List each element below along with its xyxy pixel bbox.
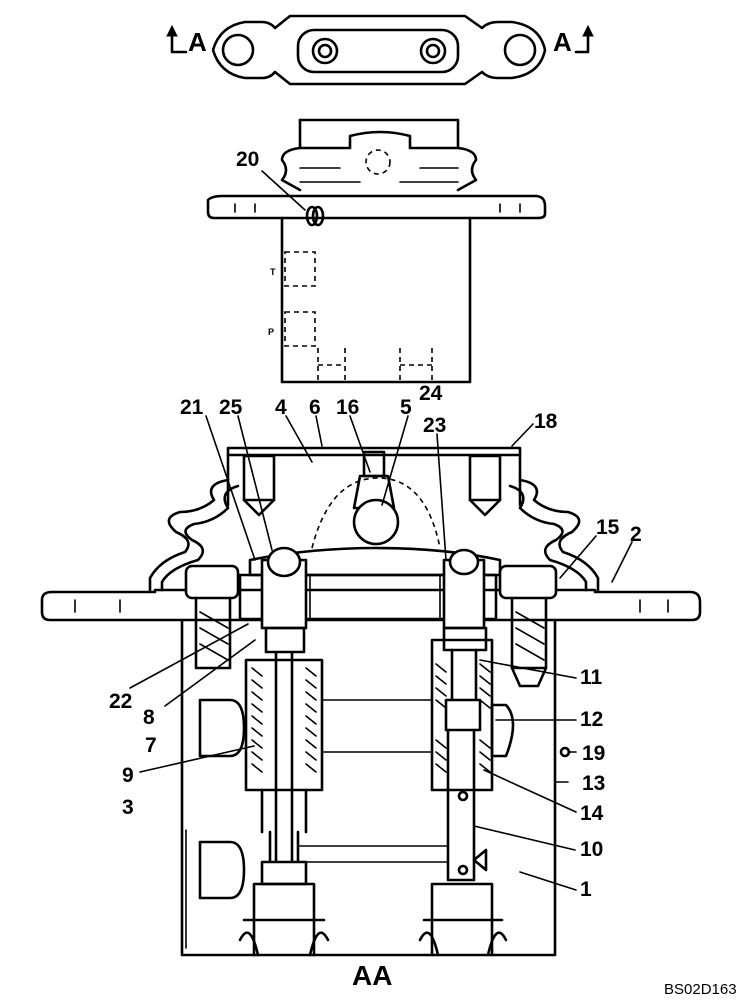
callout-23: 23 xyxy=(423,414,446,437)
side-view-upper: T P xyxy=(206,118,547,384)
callout-11: 11 xyxy=(580,666,603,689)
port-mark-t: T xyxy=(270,267,276,277)
port-mark-p: P xyxy=(268,327,274,337)
callout-9: 9 xyxy=(122,764,134,787)
callout-22: 22 xyxy=(109,690,132,713)
callout-7: 7 xyxy=(145,734,157,757)
callout-21: 21 xyxy=(180,396,204,419)
callout-8: 8 xyxy=(143,706,155,729)
callout-25: 25 xyxy=(219,396,243,419)
section-arrow-right: A xyxy=(553,24,594,57)
callout-3: 3 xyxy=(122,796,134,819)
callout-12: 12 xyxy=(580,708,603,731)
callout-5: 5 xyxy=(400,396,412,419)
callout-14: 14 xyxy=(580,802,604,825)
callout-4: 4 xyxy=(275,396,287,419)
leader-lines xyxy=(129,170,633,891)
callout-labels: 20 24 21 25 4 6 16 5 18 23 15 2 22 8 7 9… xyxy=(109,148,642,901)
callout-13: 13 xyxy=(582,772,605,795)
top-view-flange xyxy=(211,14,547,86)
callout-15: 15 xyxy=(596,516,620,539)
section-aa-view xyxy=(40,446,702,957)
callout-18: 18 xyxy=(534,410,558,433)
callout-10: 10 xyxy=(580,838,603,861)
callout-16: 16 xyxy=(336,396,359,419)
callout-2: 2 xyxy=(630,523,642,546)
drawing-code: BS02D163 xyxy=(664,981,737,998)
callout-19: 19 xyxy=(582,742,605,765)
callout-1: 1 xyxy=(580,878,592,901)
section-label-right: A xyxy=(553,27,572,57)
section-label-left: A xyxy=(188,27,207,57)
callout-24: 24 xyxy=(419,382,443,405)
callout-6: 6 xyxy=(309,396,321,419)
callout-20: 20 xyxy=(236,148,259,171)
section-arrow-left: A xyxy=(166,24,207,57)
view-title: AA xyxy=(352,960,392,991)
